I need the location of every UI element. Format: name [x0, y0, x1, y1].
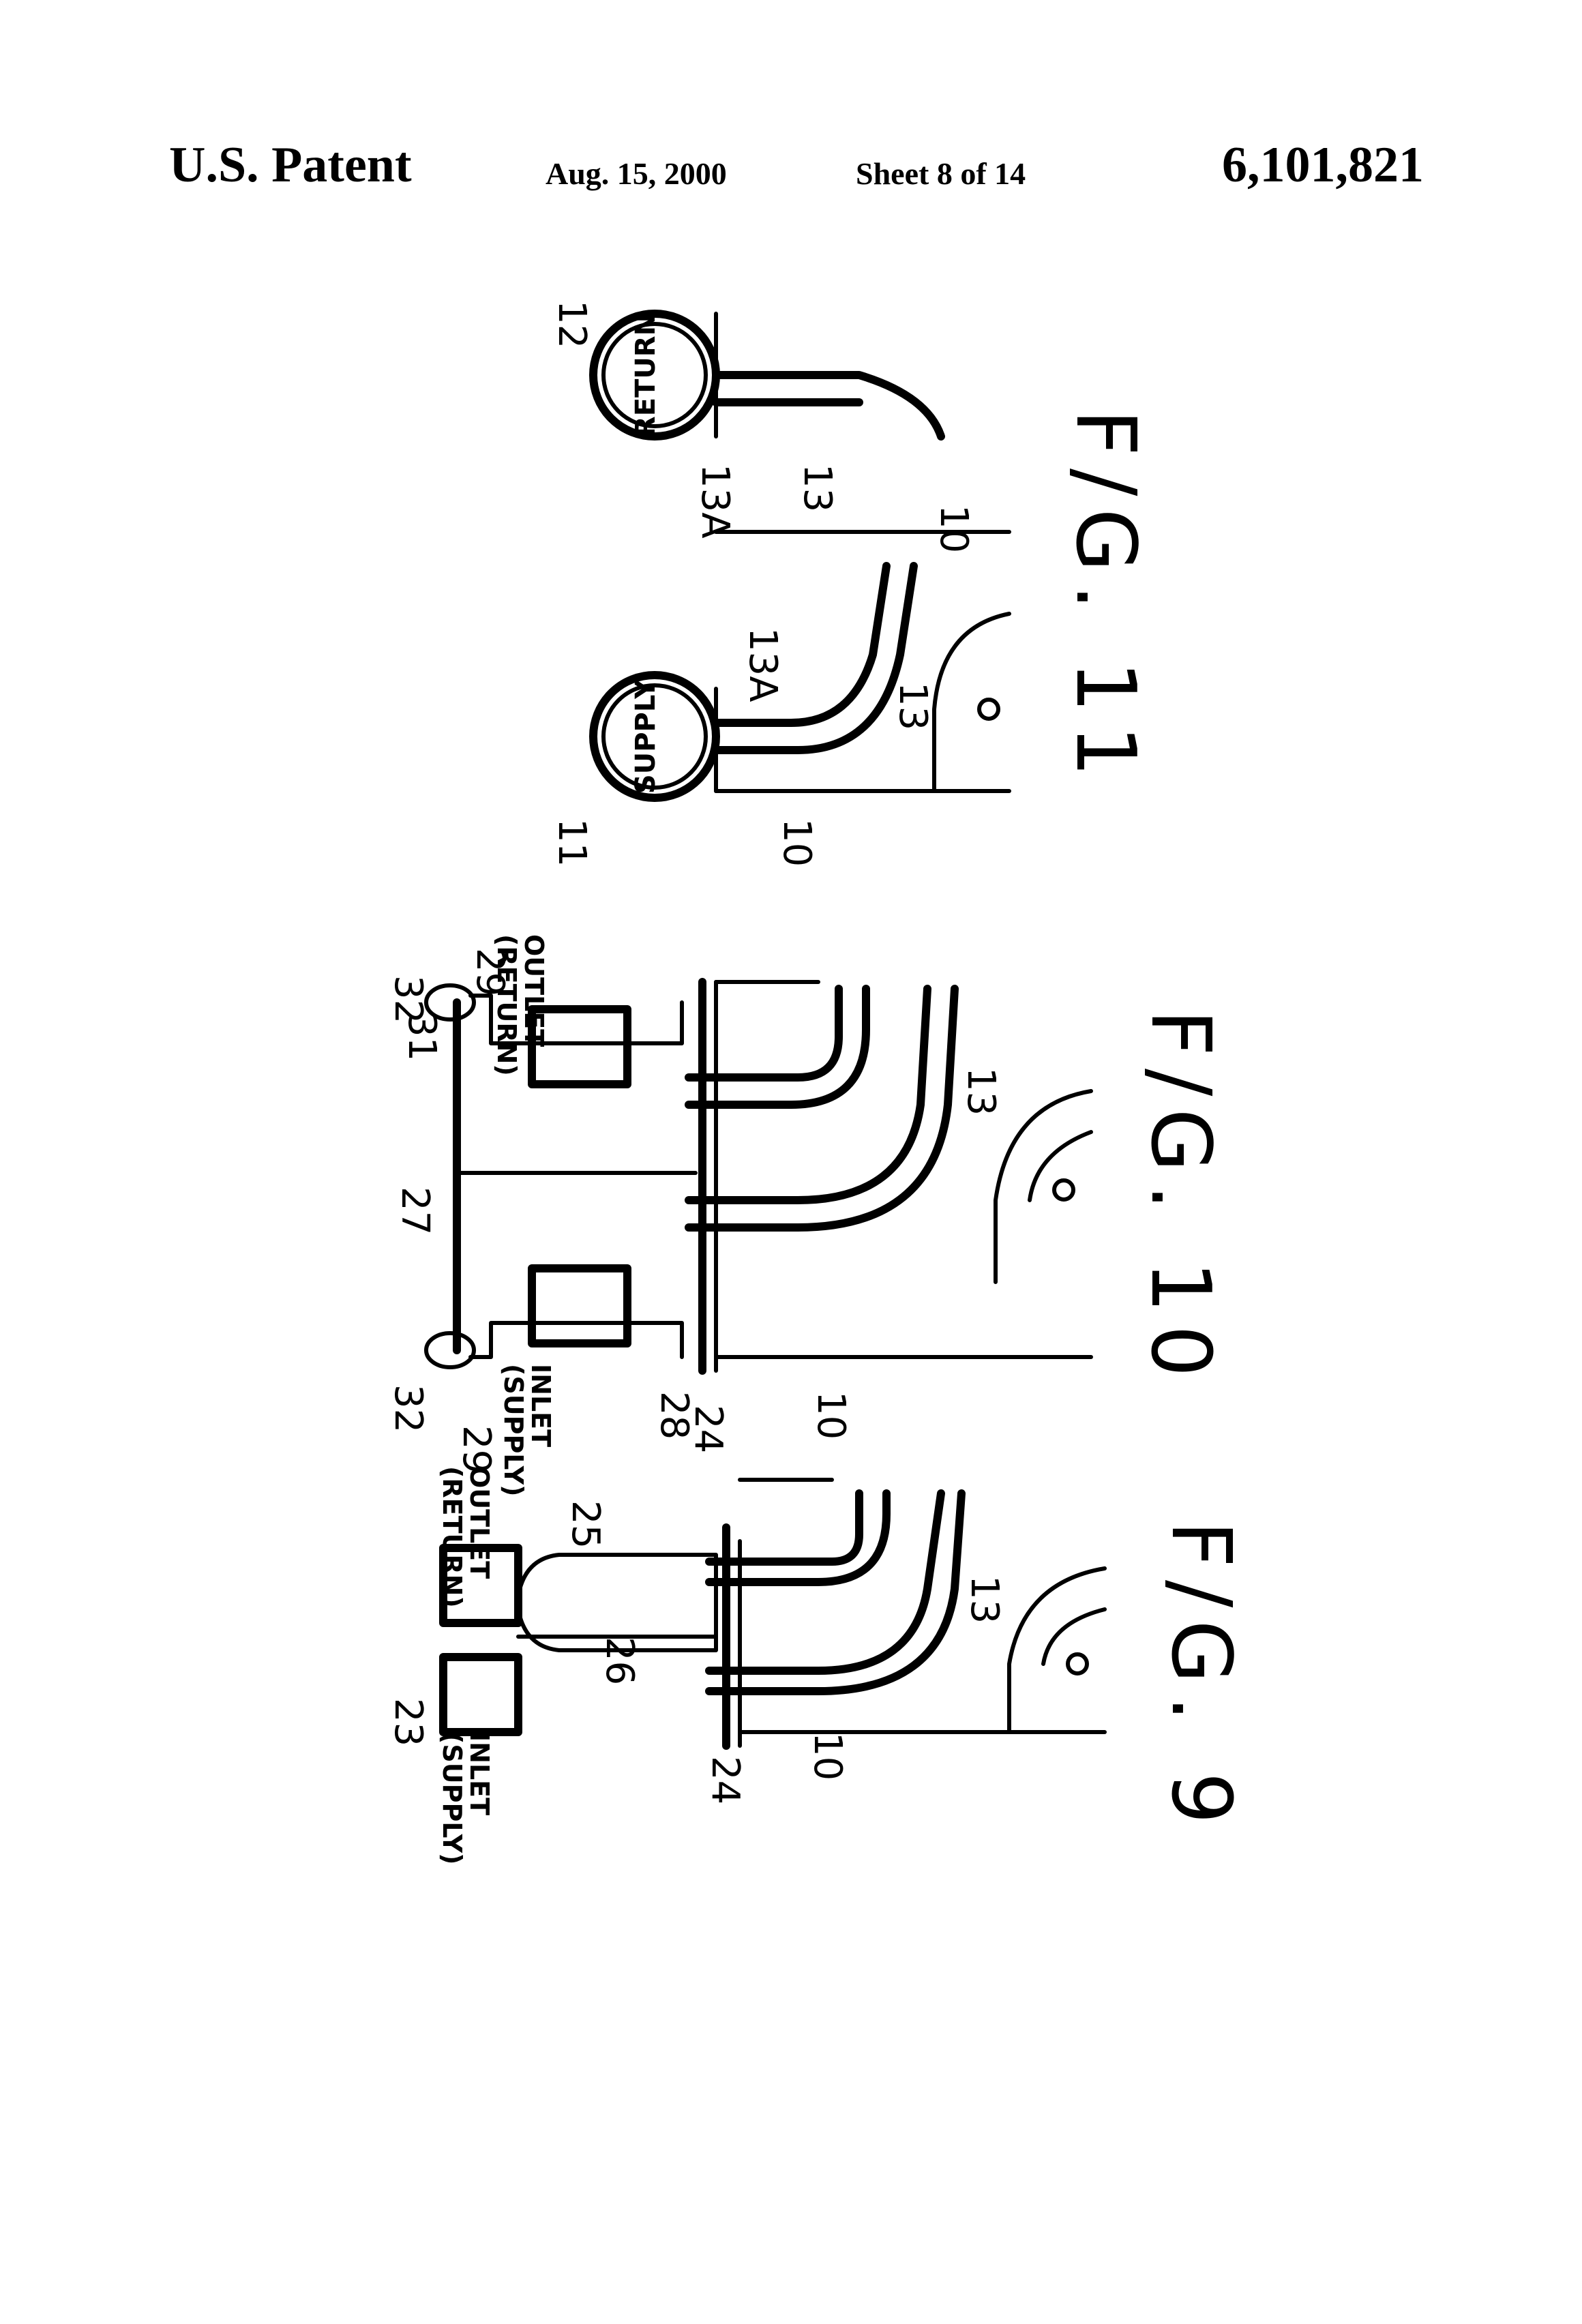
- fig11-ref-12: 12: [550, 300, 594, 348]
- fig10-bolt-right: [426, 1333, 474, 1367]
- fig9-outlet-label: OUTLET: [464, 1466, 494, 1579]
- fig10-ref-29-right: 29: [454, 1425, 498, 1474]
- fig10-ref-24: 24: [686, 1405, 730, 1453]
- fig9-inlet-label-2: (SUPPLY): [437, 1732, 467, 1864]
- fig9-inlet-label: INLET: [464, 1732, 494, 1815]
- fig11-return-label: RETURN: [630, 313, 661, 437]
- fig11-ref-13A-left: 13A: [693, 464, 737, 539]
- fig9-outlet-label-2: (RETURN): [437, 1466, 467, 1608]
- figure-10: OUTLET (RETURN) INLET (SUPPLY) 27 31 32 …: [386, 934, 1227, 1496]
- fig11-ref-11: 11: [550, 818, 594, 867]
- fig10-tube-outer: [689, 989, 927, 1200]
- fig10-tube-inner: [689, 989, 839, 1077]
- figure-11: RETURN SUPPLY 12 11 13A 13 10 13A 13 10 …: [550, 300, 1152, 867]
- fig10-ref-29-left: 29: [468, 948, 512, 996]
- fig10-burner-contour-inner: [1030, 1132, 1091, 1200]
- fig10-ref-10: 10: [809, 1391, 853, 1440]
- fig10-ref-13: 13: [959, 1067, 1003, 1116]
- fig9-burner-port: [1068, 1654, 1087, 1673]
- fig10-outlet-label: OUTLET: [519, 934, 549, 1047]
- fig10-burner-port: [1054, 1180, 1073, 1200]
- fig11-ref-13A-right: 13A: [741, 627, 785, 702]
- fig10-inlet-pipe: [532, 1268, 627, 1343]
- fig11-ref-10-left: 10: [931, 505, 976, 553]
- fig9-caption: F/G. 9: [1153, 1521, 1248, 1836]
- fig10-ref-32-right: 32: [386, 1384, 430, 1433]
- fig9-burner-contour: [1009, 1568, 1105, 1732]
- fig9-tube-inner: [709, 1493, 859, 1562]
- fig10-inlet-label-2: (SUPPLY): [498, 1364, 528, 1496]
- fig10-burner-contour: [996, 1091, 1091, 1282]
- fig9-ref-25: 25: [563, 1500, 608, 1549]
- fig9-ref-10: 10: [805, 1732, 850, 1781]
- fig9-ref-26: 26: [597, 1637, 642, 1685]
- fig9-ref-13: 13: [962, 1575, 1006, 1624]
- fig11-burner-port: [979, 700, 998, 719]
- fig10-ref-27: 27: [393, 1187, 437, 1235]
- fig10-inlet-label: INLET: [526, 1364, 556, 1447]
- fig9-inlet-pipe: [443, 1657, 518, 1732]
- fig11-supply-label: SUPPLY: [630, 679, 661, 794]
- fig10-caption: F/G. 10: [1133, 1009, 1227, 1389]
- fig9-ref-24: 24: [703, 1756, 747, 1804]
- figure-9: OUTLET (RETURN) INLET (SUPPLY) 23 24 25 …: [386, 1466, 1248, 1864]
- fig11-ref-13-left: 13: [795, 464, 839, 512]
- fig11-ref-13-right: 13: [891, 682, 935, 730]
- fig11-ref-10-right: 10: [775, 818, 819, 867]
- fig10-ref-32-left: 32: [386, 975, 430, 1024]
- fig9-ref-23: 23: [386, 1698, 430, 1746]
- fig11-caption: F/G. 11: [1058, 409, 1152, 789]
